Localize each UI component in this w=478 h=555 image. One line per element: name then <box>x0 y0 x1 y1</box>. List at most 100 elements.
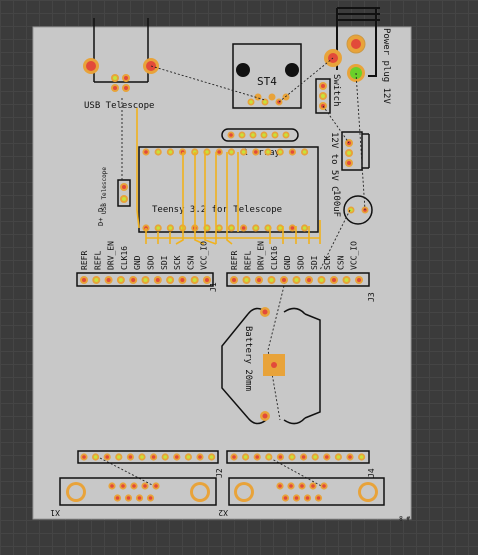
pad-hole <box>290 455 294 459</box>
pad-hole <box>156 226 160 230</box>
pad-hole <box>175 455 179 459</box>
pin-label: VCC_IO <box>350 241 359 270</box>
x1-pins <box>108 482 160 502</box>
pad-hole <box>289 484 293 488</box>
pad-hole <box>266 150 270 154</box>
pad-hole <box>232 455 236 459</box>
cap-label: 100uF <box>331 190 341 217</box>
pin-label: CLK16 <box>270 246 279 270</box>
pad-hole <box>282 278 286 282</box>
pin-label: REFR <box>80 251 89 270</box>
pad-hole <box>93 455 98 459</box>
pad-hole <box>300 484 304 488</box>
pin-label: REFR <box>230 251 239 270</box>
converter-label: 12V to 5V C <box>329 132 339 192</box>
connector-x1 <box>59 477 217 506</box>
pad-hole <box>82 455 86 459</box>
pad-hole <box>217 226 221 230</box>
pad-hole <box>290 150 295 154</box>
pad-hole <box>118 278 123 282</box>
pad-hole <box>255 455 259 459</box>
header-j3 <box>226 272 370 287</box>
dplus-label: D+ <box>97 218 105 226</box>
pad-hole <box>254 226 258 230</box>
teensy-module <box>138 146 319 233</box>
pin-label: GND <box>133 255 142 270</box>
pin-label: REFL <box>243 251 252 270</box>
pad-hole <box>168 278 173 282</box>
capacitor <box>343 195 373 225</box>
pad-hole <box>198 455 202 459</box>
pad-hole <box>110 484 114 488</box>
pin-label: DRV_EN <box>107 241 116 270</box>
pad-hole <box>128 455 133 459</box>
pad-hole <box>316 496 321 500</box>
j1-label: J1 <box>209 282 218 292</box>
pad-hole <box>348 455 352 459</box>
x2-pins <box>276 482 328 502</box>
pad-hole <box>155 278 160 282</box>
pad-hole <box>156 150 160 154</box>
pin-label: SDO <box>297 255 306 270</box>
x2-label: X2 <box>218 508 228 517</box>
pad-hole <box>205 150 209 154</box>
teensy-label: Teensy 3.2 for Telescope <box>152 205 282 215</box>
pad-hole <box>229 226 234 230</box>
pad-hole <box>244 278 249 282</box>
pad-hole <box>301 455 306 459</box>
pad-hole <box>232 278 236 282</box>
header-j4 <box>226 450 370 464</box>
j1-pins <box>80 276 211 284</box>
header-j2 <box>77 450 219 464</box>
st4-label: ST4 <box>257 75 277 88</box>
r-array <box>221 128 299 142</box>
traces <box>136 108 321 245</box>
power-label: Power plug 12V <box>381 28 391 104</box>
pad-hole <box>126 496 131 500</box>
header-j1 <box>76 272 214 287</box>
pad-hole <box>254 150 258 154</box>
st4-hole-right <box>285 63 299 77</box>
battery-label: Battery 20mm <box>243 326 253 391</box>
usb-telescope-header <box>117 179 131 207</box>
pad-hole <box>144 150 148 154</box>
pad-hole <box>140 455 144 459</box>
connector-x2 <box>228 477 385 506</box>
pad-hole <box>357 278 361 282</box>
switch-label: Switch <box>331 74 341 107</box>
pad-hole <box>209 455 214 459</box>
pin-label: CSN <box>186 255 195 270</box>
pad-hole <box>322 484 326 488</box>
pad-hole <box>217 150 221 154</box>
usb-pins <box>111 74 130 92</box>
pad-hole <box>278 484 282 488</box>
pad-hole <box>163 455 167 459</box>
pin-label: VCC_IO <box>200 241 209 270</box>
switch <box>315 78 331 114</box>
pad-hole <box>243 455 248 459</box>
pad-hole <box>105 455 109 459</box>
pad-hole <box>313 455 318 459</box>
x1-label: X1 <box>50 508 60 517</box>
pad-hole <box>302 226 307 230</box>
pad-hole <box>151 455 156 459</box>
pad-hole <box>241 150 246 154</box>
pin-label: DRV_EN <box>257 241 266 270</box>
pad-hole <box>332 278 336 282</box>
pad-hole <box>115 496 120 500</box>
pad-hole <box>266 226 270 230</box>
pad-hole <box>278 455 283 459</box>
pad-hole <box>344 278 349 282</box>
st4-hole-left <box>236 63 250 77</box>
pad-hole <box>269 278 274 282</box>
pin-label: REFL <box>93 251 102 270</box>
pad-hole <box>311 484 315 488</box>
pin-label: SDI <box>310 255 319 270</box>
j2-label: J2 <box>215 468 224 478</box>
usb-small-label: USB Telescope <box>101 167 108 214</box>
pin-label: CSN <box>336 255 345 270</box>
pad-hole <box>229 150 234 154</box>
pad-hole <box>137 496 142 500</box>
pin-label: SCK <box>173 255 182 270</box>
